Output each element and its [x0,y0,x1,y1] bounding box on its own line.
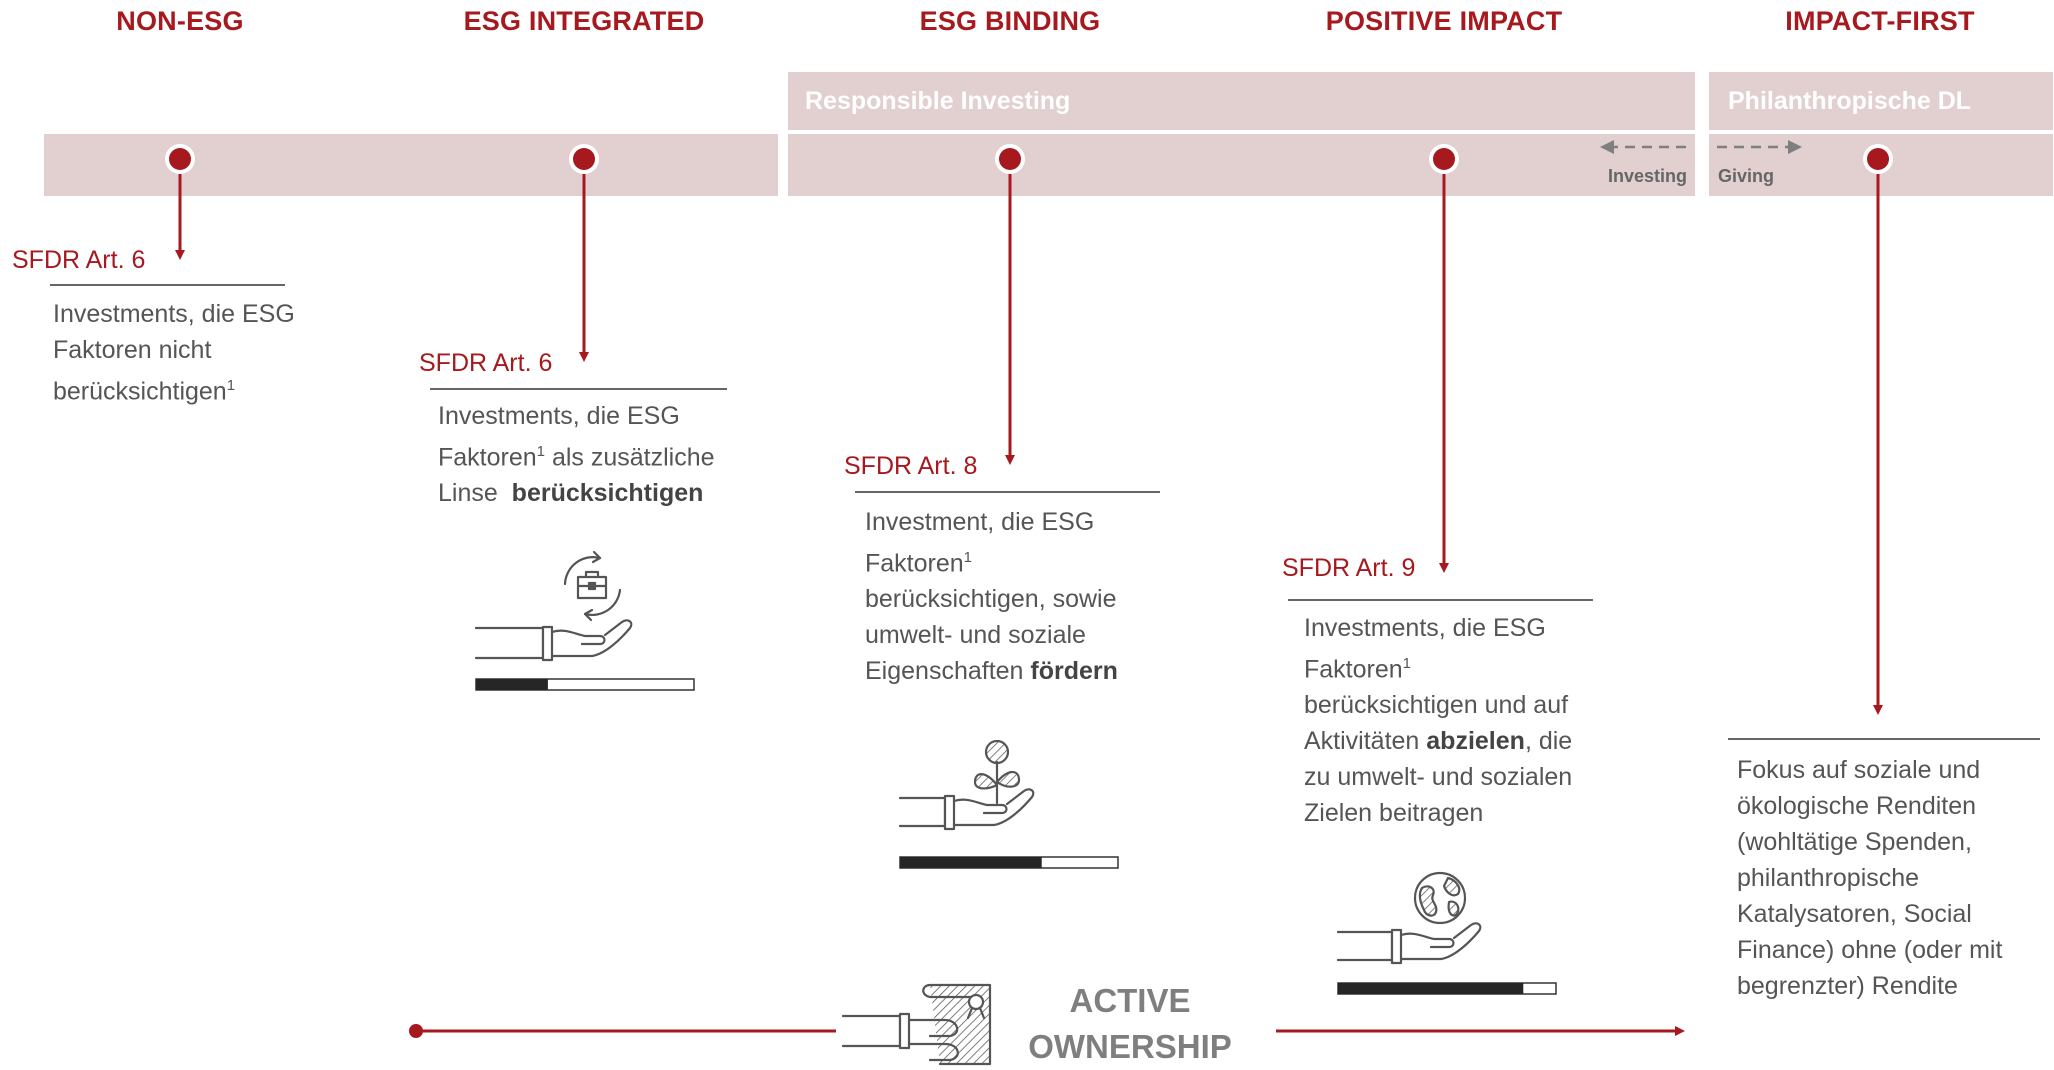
philanthropische-label: Philanthropische DL [1728,87,1972,115]
hand-document-icon [841,983,992,1066]
giving-direction-arrow [1717,140,1802,154]
active-ownership-line [409,1024,1685,1038]
description-esg-integrated: Investments, die ESG Faktoren1 als zusät… [438,402,715,508]
category-esg-binding: ESG BINDING [919,6,1101,36]
responsible-investing-label: Responsible Investing [805,87,1071,115]
description-esg-binding: Investment, die ESG Faktoren1 berücksich… [865,508,1118,686]
description-impact-first: Fokus auf soziale und ökologische Rendit… [1737,756,2003,1000]
sfdr-label-art6-esg-integrated: SFDR Art. 6 [419,349,553,377]
philanthropische-band [1709,72,2053,130]
responsible-investing-band [788,72,1695,130]
dot-non-esg [165,144,195,174]
sfdr-label-art9: SFDR Art. 9 [1282,554,1416,582]
hand-plant-icon [898,739,1035,831]
dot-esg-binding [995,144,1025,174]
category-non-esg: NON-ESG [116,6,244,36]
dot-esg-integrated [569,144,599,174]
description-positive-impact: Investments, die ESG Faktoren1 berücksic… [1304,614,1573,828]
active-ownership-label: ACTIVE OWNERSHIP [1028,982,1232,1065]
spectrum-band-mid [788,134,1695,196]
spectrum-band-left [44,134,778,196]
sfdr-label-art6-non-esg: SFDR Art. 6 [12,246,146,274]
progress-bar-positive-impact [1337,982,1557,995]
hand-briefcase-icon [474,550,633,662]
investing-label: Investing [1608,166,1688,186]
giving-label: Giving [1718,166,1775,186]
category-impact-first: IMPACT-FIRST [1785,6,1975,36]
sfdr-label-art8: SFDR Art. 8 [844,452,978,480]
dot-impact-first [1863,144,1893,174]
progress-bar-esg-integrated [475,678,695,691]
category-positive-impact: POSITIVE IMPACT [1325,6,1563,36]
hand-globe-icon [1336,871,1482,965]
progress-bar-esg-binding [899,856,1119,869]
category-esg-integrated: ESG INTEGRATED [463,6,705,36]
description-non-esg: Investments, die ESG Faktoren nicht berü… [53,300,295,406]
dot-positive-impact [1429,144,1459,174]
investing-direction-arrow [1600,140,1686,154]
